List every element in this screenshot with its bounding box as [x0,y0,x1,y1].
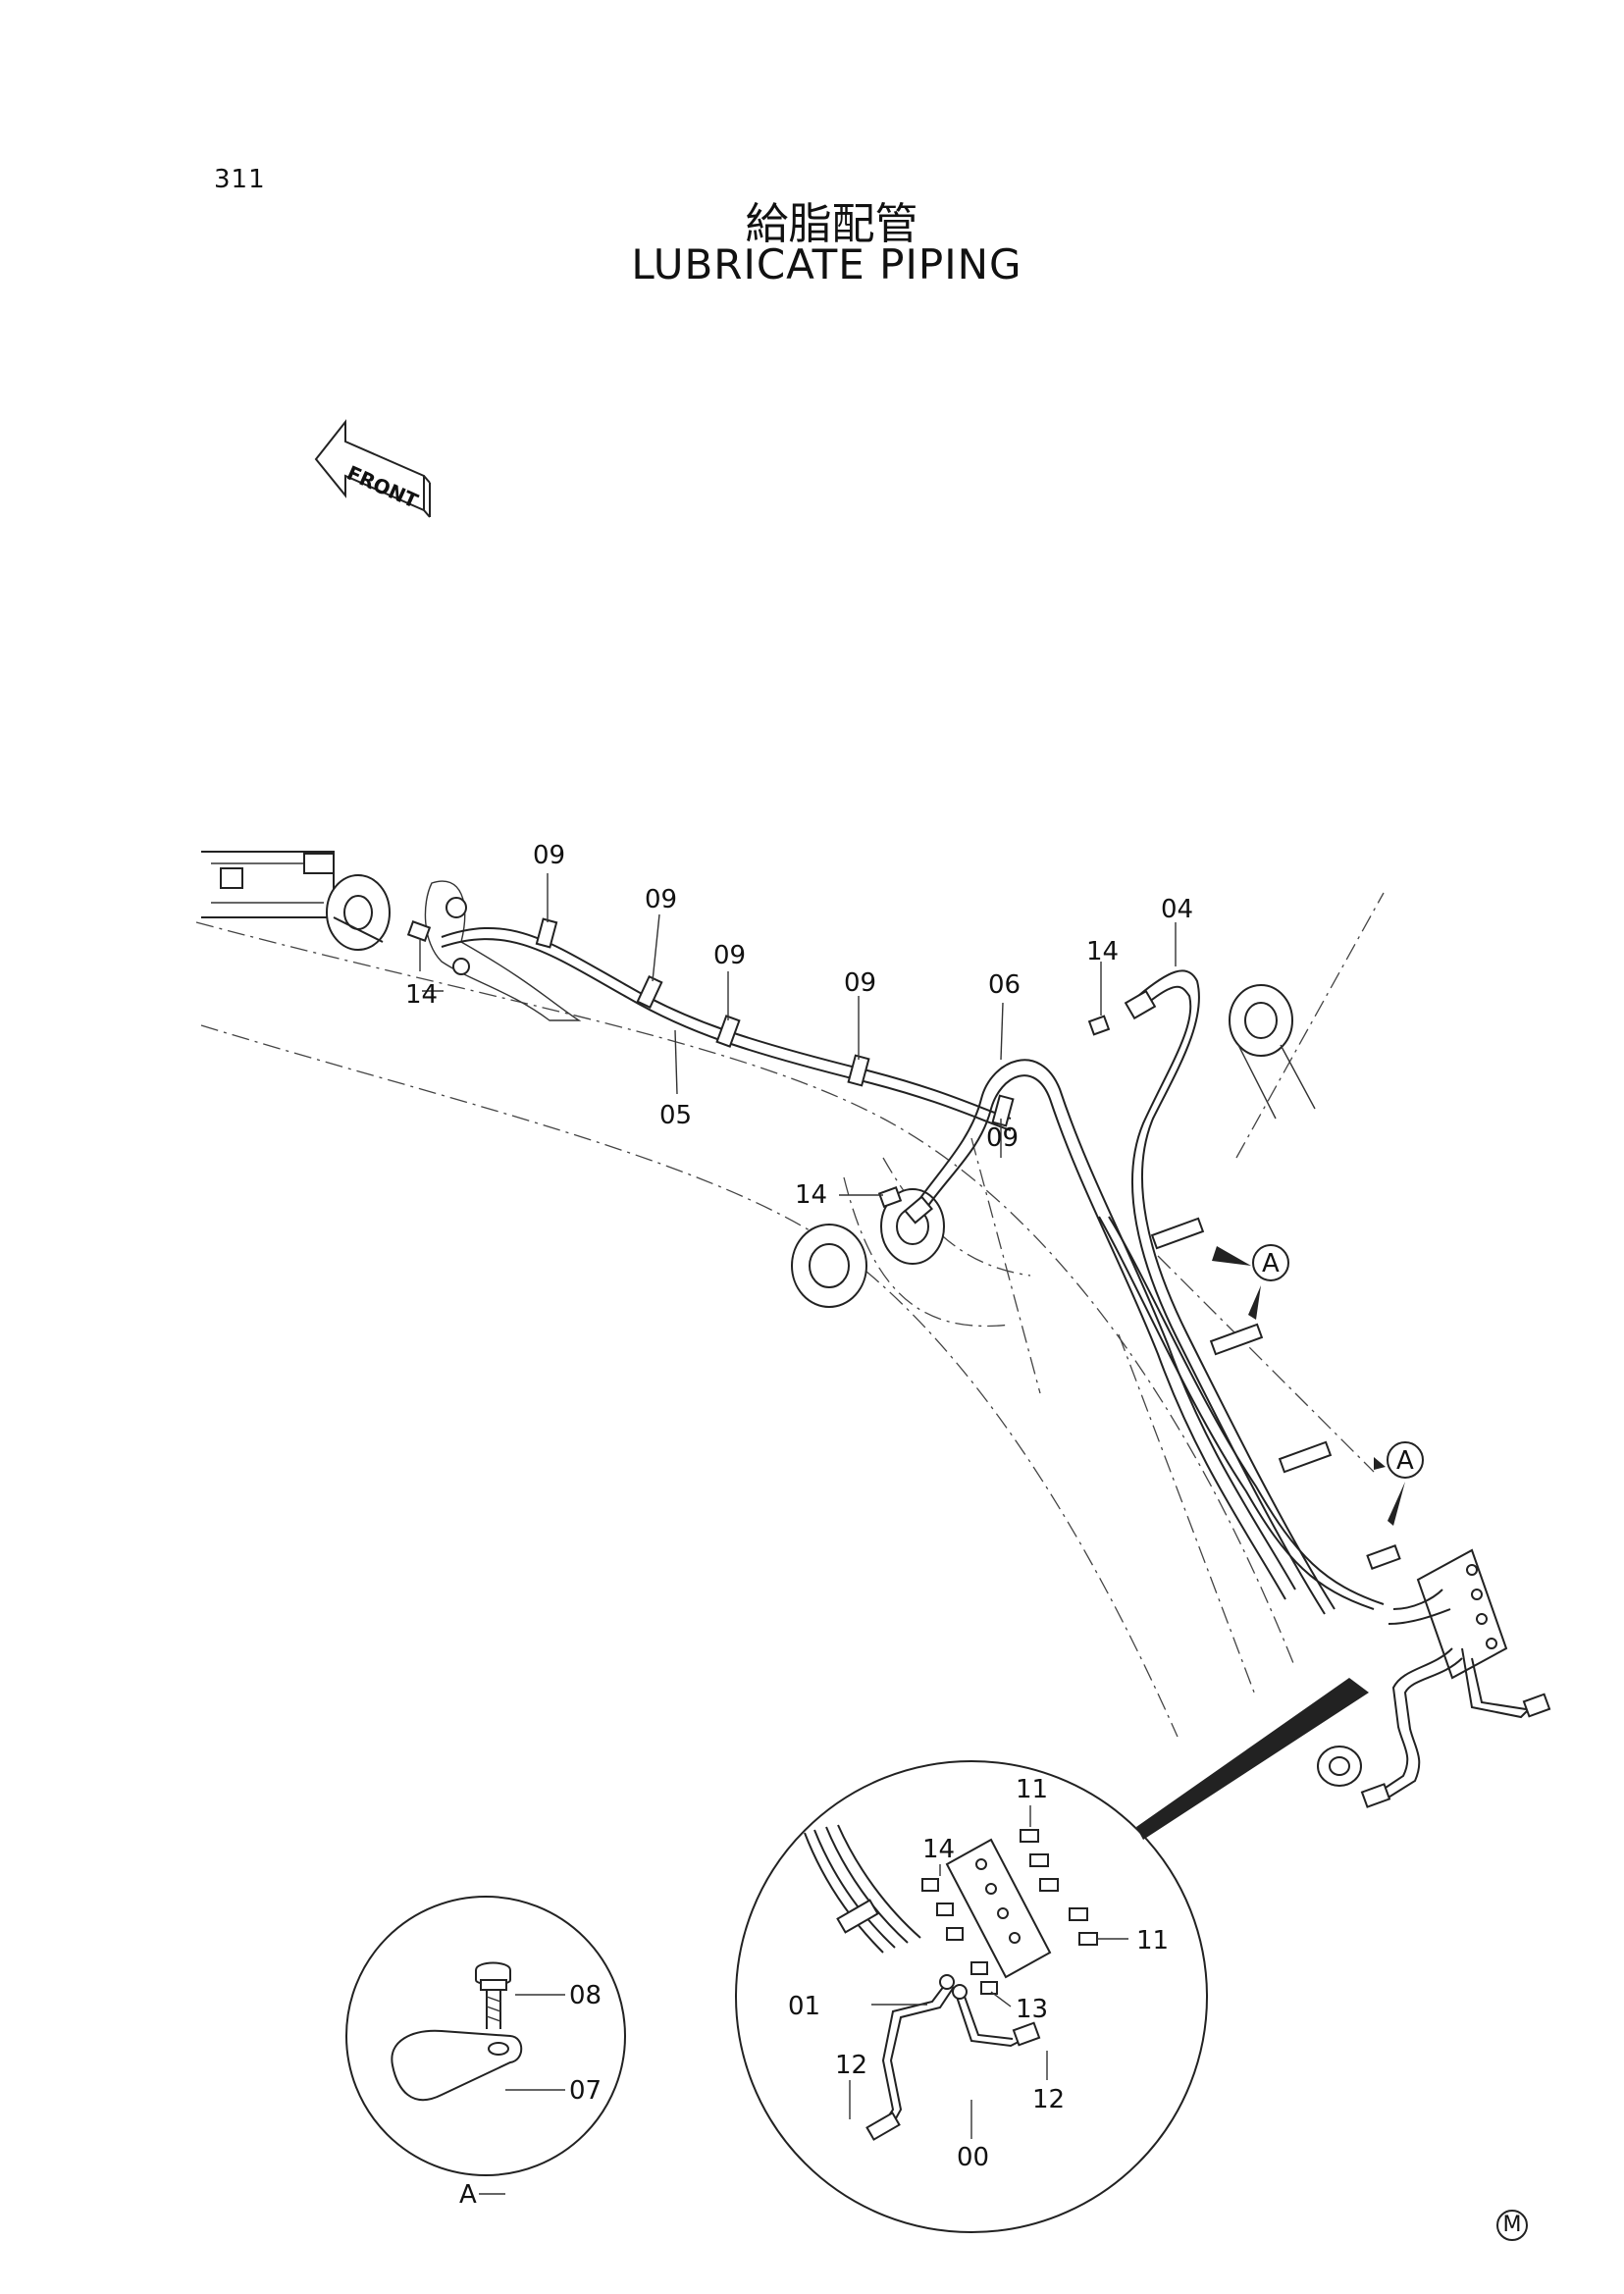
grease-fitting-14 [406,920,1157,1225]
front-arrow-icon: FRONT [314,419,431,518]
callout-06: 06 [988,970,1021,1000]
callout-00: 00 [957,2143,989,2172]
callout-14-b: 14 [795,1180,827,1210]
svg-text:A: A [1396,1446,1414,1476]
cylinder-assembly [201,851,582,1021]
detail-marker-a1: A [1252,1244,1289,1281]
lube-hose-06 [917,1059,1296,1600]
callout-14-c: 14 [1086,937,1119,966]
callout-09-d: 09 [844,968,876,998]
pin-boss-bottom [1317,1746,1362,1787]
callout-09-b: 09 [645,885,677,914]
pin-boss-right [1229,984,1316,1120]
callout-08: 08 [569,1981,602,2010]
callout-14-d: 14 [922,1835,955,1864]
svg-text:A: A [1262,1249,1280,1278]
fitting-14 [921,1878,964,1941]
callout-12-b: 12 [1032,2085,1065,2114]
clamp-a [1150,1217,1401,1570]
callout-13: 13 [1016,1995,1048,2024]
callout-07: 07 [569,2076,602,2106]
boom-outline [195,892,1385,1738]
callout-09-c: 09 [713,941,746,970]
title-japanese: 給脂配管 [745,199,918,249]
callout-01: 01 [788,1992,820,2021]
callout-14-a: 14 [405,980,438,1010]
detail-pointer [1136,1246,1405,1840]
callout-12-a: 12 [835,2051,867,2080]
distributor-block [1360,1548,1551,1808]
detail-a-view: 08 07 A [345,1896,626,2210]
callout-09-a: 09 [533,841,565,870]
lube-hose-04 [1098,969,1385,1615]
fitting-13 [970,1961,998,1995]
clamp-09 [535,917,1015,1127]
callout-09-e: 09 [986,1123,1019,1153]
title-english: LUBRICATE PIPING [631,240,1022,288]
distributor-detail-view: 11 11 14 13 01 12 12 00 [735,1760,1208,2233]
fitting-11 [1020,1829,1098,1946]
lube-hose-05 [441,926,1012,1131]
page-number: 311 [214,165,266,194]
callout-05: 05 [659,1101,692,1130]
callout-11-b: 11 [1136,1926,1169,1955]
manufacturer-mark: M [1496,2210,1528,2241]
callout-04: 04 [1161,895,1193,924]
callout-leaders [419,873,1177,1196]
detail-a-label: A [459,2180,477,2210]
detail-marker-a2: A [1387,1441,1424,1479]
callout-11-a: 11 [1016,1775,1048,1804]
